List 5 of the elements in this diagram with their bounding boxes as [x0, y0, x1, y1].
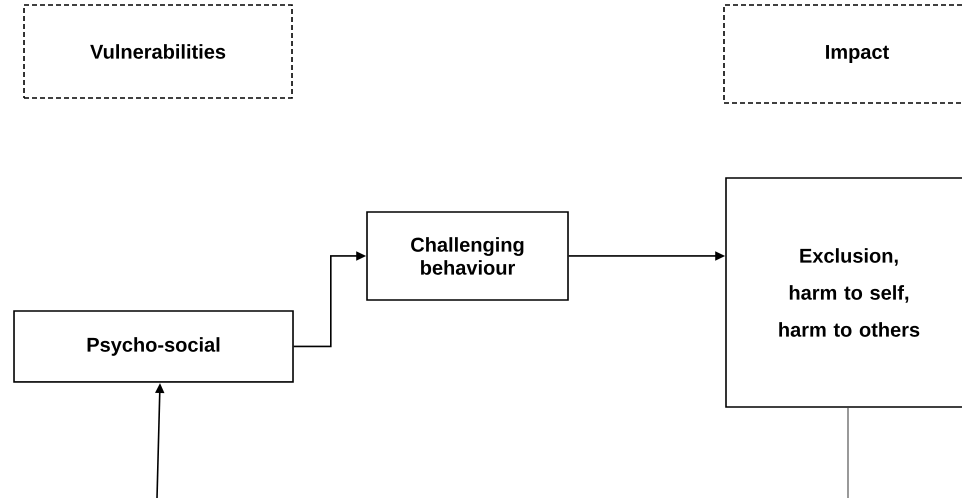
dashed-box: Impact [723, 4, 962, 104]
process-box: Challenging behaviour [366, 211, 569, 301]
dashed-box: Vulnerabilities [23, 4, 293, 99]
process-box: Exclusion, harm to self, harm to others [725, 177, 962, 408]
process-box: Psycho-social [13, 310, 294, 383]
